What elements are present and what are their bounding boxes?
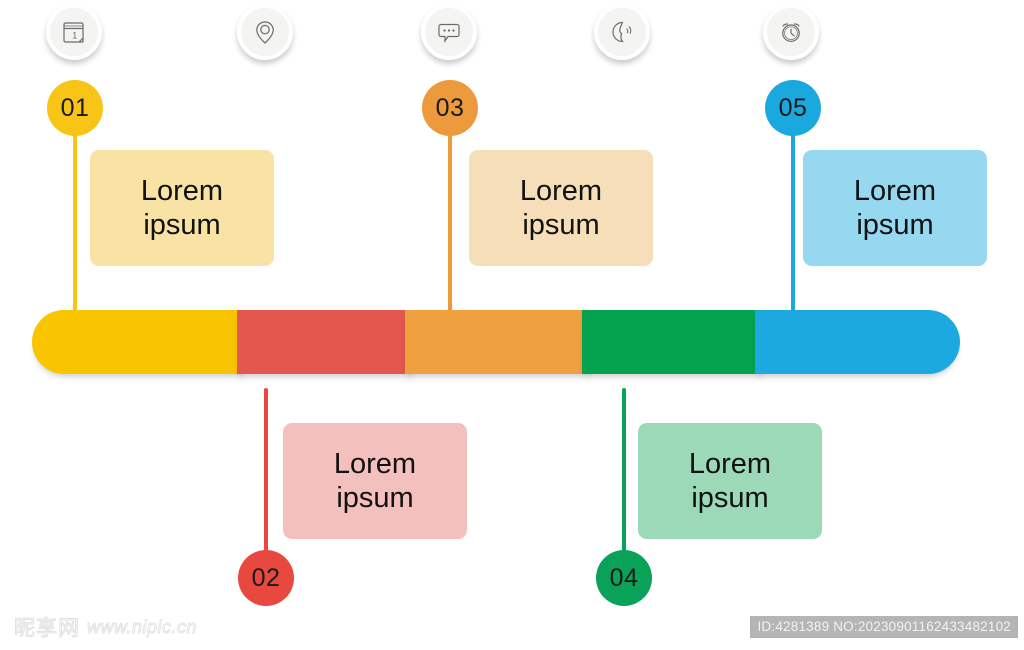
number-bubble-step-04[interactable]: 04 [596,550,652,606]
stem-step-04 [622,388,626,570]
stem-step-03 [448,120,452,315]
card-step-01-line1: Lorem [140,174,224,207]
site-watermark: 昵享网 www.nipic.cn [14,612,198,642]
bar-segment-01[interactable] [32,310,247,374]
icon-disc-step-03[interactable] [421,4,477,60]
stem-step-05 [791,120,795,315]
phone-ringing-icon [612,21,632,43]
number-bubble-step-03[interactable]: 03 [422,80,478,136]
card-step-05-line1: Lorem [853,174,937,207]
stem-step-01 [73,120,77,315]
number-bubble-step-01[interactable]: 01 [47,80,103,136]
watermark-brand: 昵享网 [14,616,80,641]
card-step-04-line1: Lorem [688,447,772,480]
card-step-02-line2: ipsum [336,482,414,514]
alarm-clock-icon [782,23,800,43]
card-step-03-line2: ipsum [522,209,600,241]
card-step-02[interactable]: Lorem ipsum [283,423,467,539]
icon-disc-step-04[interactable] [594,4,650,60]
calendar-icon: 1 [63,22,84,43]
svg-text:1: 1 [72,31,77,41]
card-step-03-line1: Lorem [519,174,603,207]
chat-bubble-icon [438,23,460,43]
icon-disc-step-02[interactable] [237,4,293,60]
map-pin-icon [256,21,274,44]
icon-disc-step-01[interactable]: 1 [46,4,102,60]
card-step-03[interactable]: Lorem ipsum [469,150,653,266]
watermark-url: www.nipic.cn [86,616,198,637]
card-step-05[interactable]: Lorem ipsum [803,150,987,266]
number-bubble-step-02[interactable]: 02 [238,550,294,606]
icon-disc-step-05[interactable] [763,4,819,60]
bar-segment-02[interactable] [237,310,415,374]
card-step-05-line2: ipsum [856,209,934,241]
card-step-04-line2: ipsum [691,482,769,514]
bar-segment-04[interactable] [582,310,765,374]
timeline-bar [32,310,960,374]
card-step-04[interactable]: Lorem ipsum [638,423,822,539]
bar-segment-05[interactable] [755,310,960,374]
stem-step-02 [264,388,268,570]
card-step-01[interactable]: Lorem ipsum [90,150,274,266]
card-step-02-line1: Lorem [333,447,417,480]
card-step-01-line2: ipsum [143,209,221,241]
number-bubble-step-05[interactable]: 05 [765,80,821,136]
watermark-id-badge: ID:4281389 NO:20230901162433482102 [750,616,1018,638]
bar-segment-03[interactable] [405,310,592,374]
